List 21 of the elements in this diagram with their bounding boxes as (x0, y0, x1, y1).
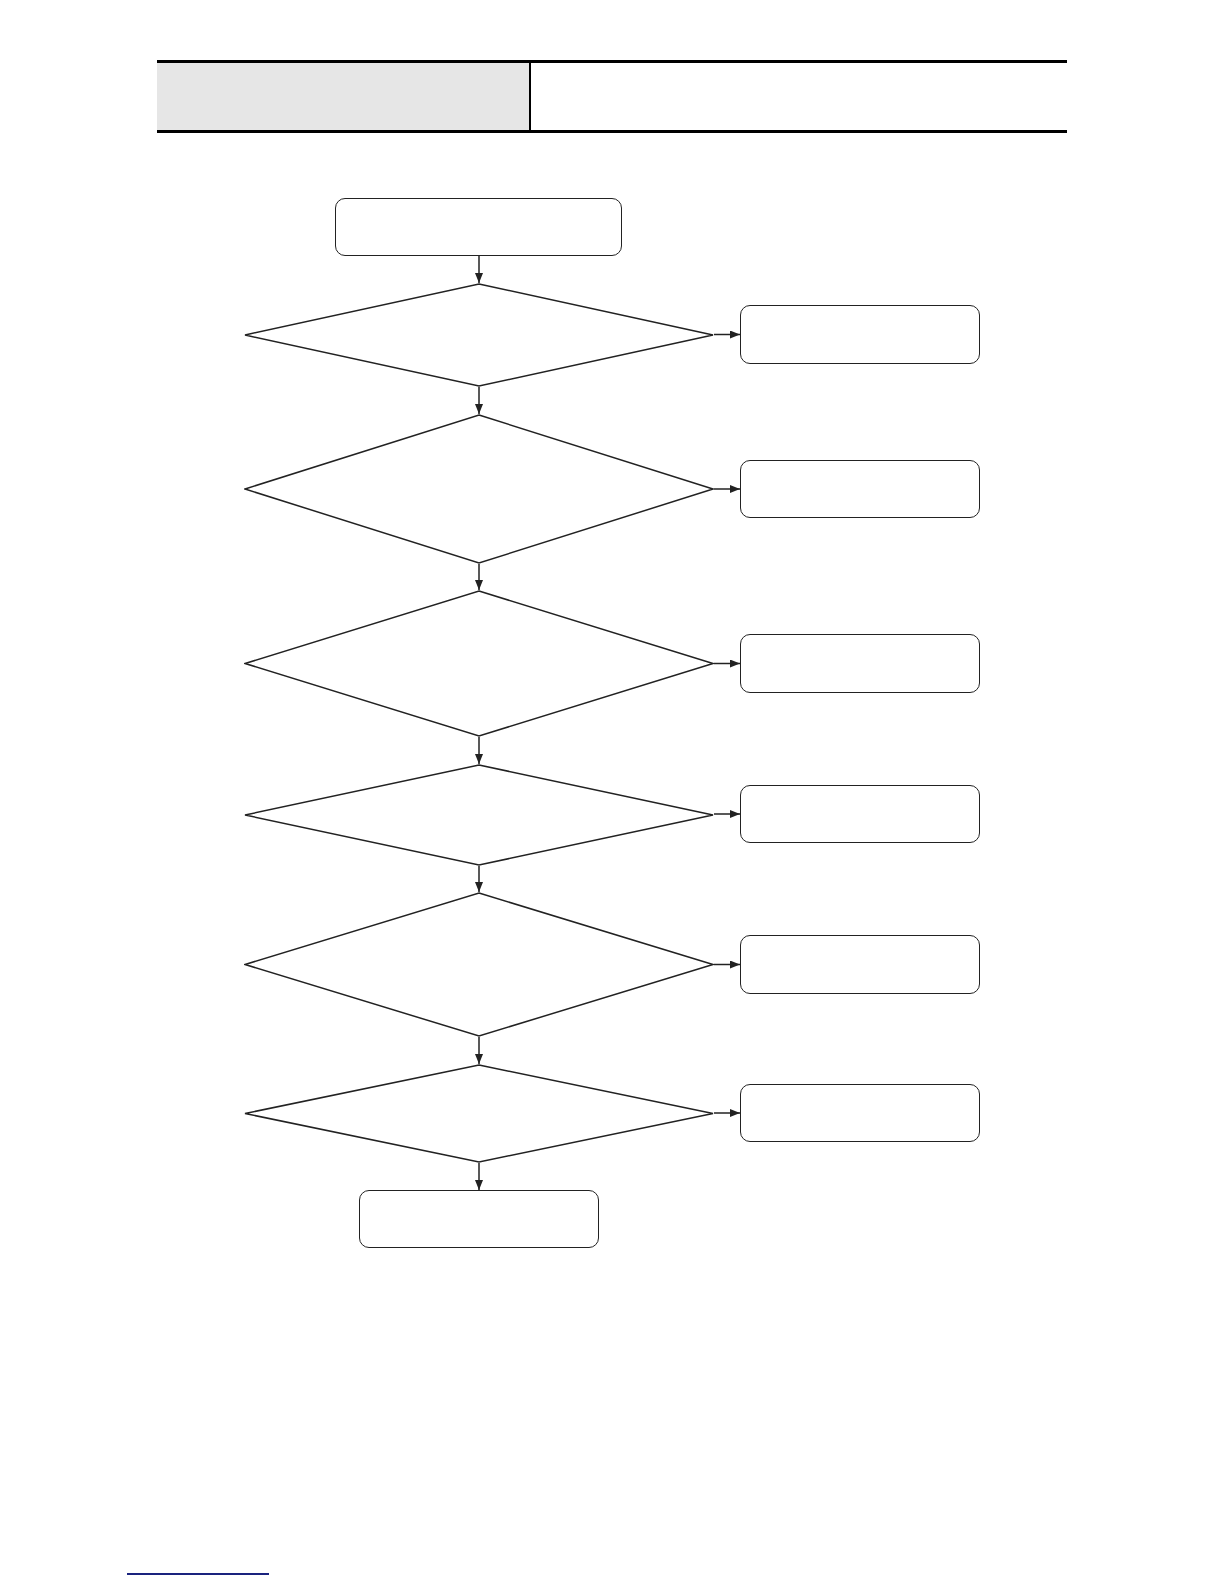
arrow (475, 386, 483, 415)
arrow (713, 960, 741, 969)
arrow (475, 1162, 483, 1191)
process-box (335, 198, 622, 256)
process-box (740, 1084, 980, 1142)
arrow (713, 810, 741, 818)
arrow (713, 485, 741, 493)
arrow (475, 563, 483, 591)
process-box (740, 634, 980, 693)
arrow (475, 1036, 483, 1065)
arrow (713, 330, 741, 339)
arrow (475, 865, 483, 893)
process-box (359, 1190, 599, 1248)
arrow (475, 736, 483, 765)
process-box (740, 785, 980, 843)
process-box (740, 935, 980, 994)
arrow (713, 659, 741, 668)
arrow (713, 1109, 741, 1117)
process-box (740, 305, 980, 364)
arrow (475, 255, 483, 284)
process-box (740, 460, 980, 518)
